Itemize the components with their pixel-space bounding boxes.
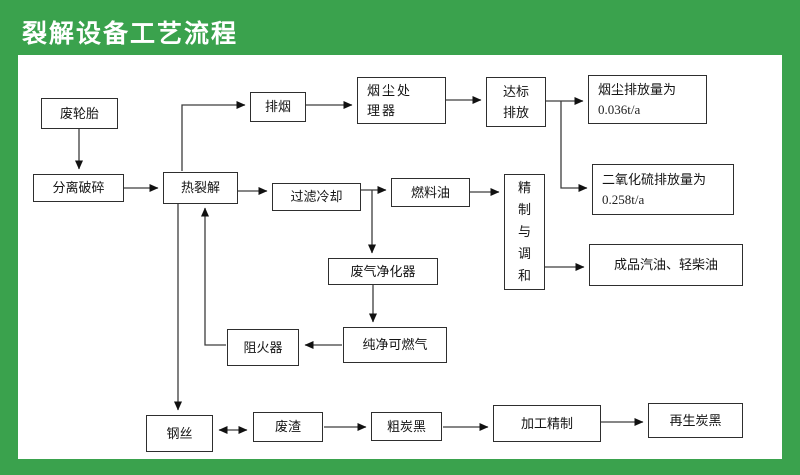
node-crude-carbon-black: 粗炭黑 xyxy=(371,412,442,441)
node-so2-emission: 二氧化硫排放量为 0.258t/a xyxy=(592,164,734,215)
node-refine-blend-label: 精制与调和 xyxy=(517,180,531,283)
node-gas-purifier-label: 废气净化器 xyxy=(350,263,416,279)
node-waste-tire-label: 废轮胎 xyxy=(59,105,99,121)
node-pure-gas: 纯净可燃气 xyxy=(343,327,447,363)
node-waste-residue: 废渣 xyxy=(253,412,323,442)
node-dust-processor-label: 烟尘处理器 xyxy=(367,82,413,118)
node-standard-discharge-label: 达标排放 xyxy=(502,84,529,120)
node-separate-crush-label: 分离破碎 xyxy=(52,180,105,196)
node-filter-cooling: 过滤冷却 xyxy=(272,183,361,211)
node-pure-gas-label: 纯净可燃气 xyxy=(362,337,428,353)
node-waste-residue-label: 废渣 xyxy=(274,419,301,435)
node-refine-blend: 精制与调和 xyxy=(504,174,545,290)
node-processing-refine: 加工精制 xyxy=(493,405,601,442)
node-so2-emission-value: 0.258t/a xyxy=(602,191,645,207)
page-title: 裂解设备工艺流程 xyxy=(22,20,239,48)
node-finished-oil-label: 成品汽油、轻柴油 xyxy=(613,257,718,273)
node-flame-arrester-label: 阻火器 xyxy=(243,339,283,355)
node-dust-emission-label: 烟尘排放量为 xyxy=(598,81,677,97)
node-regen-carbon-black-label: 再生炭黑 xyxy=(669,412,722,428)
node-smoke-exhaust-label: 排烟 xyxy=(264,99,291,115)
node-dust-processor: 烟尘处理器 xyxy=(357,77,446,124)
node-pyrolysis-label: 热裂解 xyxy=(180,180,220,196)
node-separate-crush: 分离破碎 xyxy=(33,174,124,202)
node-steel-wire: 钢丝 xyxy=(146,415,213,452)
node-finished-oil: 成品汽油、轻柴油 xyxy=(589,244,743,286)
node-dust-emission: 烟尘排放量为 0.036t/a xyxy=(588,75,707,124)
node-processing-refine-label: 加工精制 xyxy=(520,415,573,431)
node-dust-emission-value: 0.036t/a xyxy=(598,101,641,117)
node-crude-carbon-black-label: 粗炭黑 xyxy=(386,418,426,434)
node-steel-wire-label: 钢丝 xyxy=(166,425,193,441)
node-regen-carbon-black: 再生炭黑 xyxy=(648,403,743,438)
node-fuel-oil: 燃料油 xyxy=(391,178,470,207)
node-gas-purifier: 废气净化器 xyxy=(328,258,438,285)
node-waste-tire: 废轮胎 xyxy=(41,98,118,129)
node-pyrolysis: 热裂解 xyxy=(163,172,238,204)
node-fuel-oil-label: 燃料油 xyxy=(410,184,450,200)
node-so2-emission-label: 二氧化硫排放量为 xyxy=(602,171,707,187)
node-flame-arrester: 阻火器 xyxy=(227,329,299,366)
node-smoke-exhaust: 排烟 xyxy=(250,92,306,122)
node-filter-cooling-label: 过滤冷却 xyxy=(290,189,343,205)
node-standard-discharge: 达标排放 xyxy=(486,77,546,127)
